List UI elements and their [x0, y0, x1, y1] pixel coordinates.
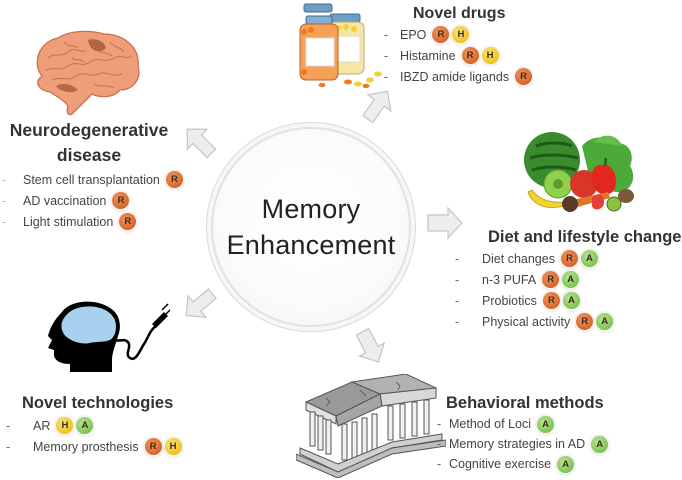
pill-bottles-illustration — [294, 2, 394, 93]
list-item: -Method of Loci A — [437, 414, 608, 434]
list-item: -IBZD amide ligands R — [384, 66, 533, 87]
bullet-dash: - — [455, 251, 460, 266]
bullet-dash: - — [2, 214, 7, 229]
evidence-badge-r: R — [144, 438, 162, 455]
evidence-badge-a: A — [537, 415, 554, 433]
evidence-badge-r: R — [542, 292, 560, 309]
evidence-badge-h: H — [452, 26, 470, 43]
item-label: Memory prosthesis — [33, 439, 139, 454]
memory-enhancement-center: Memory Enhancement — [211, 127, 411, 327]
arrow-to-behavioral — [348, 322, 392, 370]
item-label: Diet changes — [482, 251, 555, 266]
item-label: Memory strategies in AD — [449, 437, 586, 451]
evidence-badge-r: R — [112, 192, 130, 209]
center-title-line1: Memory — [261, 194, 361, 224]
evidence-badge-h: H — [56, 417, 74, 434]
item-label: AD vaccination — [23, 193, 107, 208]
list-item: -Memory strategies in AD A — [437, 434, 609, 454]
diet-heading: Diet and lifestyle changes — [488, 228, 682, 246]
evidence-badge-a: A — [76, 417, 94, 434]
bullet-dash: - — [6, 418, 11, 433]
bullet-dash: - — [437, 457, 442, 471]
item-label: Light stimulation — [23, 214, 114, 229]
evidence-badge-r: R — [119, 213, 137, 230]
bullet-dash: - — [2, 172, 7, 187]
item-label: Stem cell transplantation — [23, 172, 160, 187]
list-item: - AD vaccination R — [2, 190, 183, 211]
evidence-badge-a: A — [596, 313, 614, 330]
bullet-dash: - — [455, 314, 460, 329]
bullet-dash: - — [437, 437, 442, 451]
fruits-vegetables-illustration — [522, 128, 640, 223]
list-item: - Light stimulation R — [2, 211, 183, 232]
item-label: Method of Loci — [449, 417, 531, 431]
neurodegenerative-heading-line1: Neurodegenerative — [9, 120, 169, 140]
bullet-dash: - — [2, 193, 7, 208]
arrow-to-neurodegenerative — [178, 120, 222, 164]
neurodegenerative-heading: Neurodegenerative disease — [4, 118, 174, 168]
evidence-badge-r: R — [165, 171, 183, 188]
item-label: Cognitive exercise — [449, 457, 552, 471]
evidence-badge-r: R — [542, 271, 560, 288]
item-label: Physical activity — [482, 314, 571, 329]
technologies-heading: Novel technologies — [22, 394, 174, 412]
evidence-badge-r: R — [515, 68, 533, 85]
bullet-dash: - — [384, 27, 389, 42]
evidence-badge-a: A — [562, 292, 580, 309]
item-label: Histamine — [400, 48, 456, 63]
bullet-dash: - — [384, 69, 389, 84]
evidence-badge-r: R — [560, 250, 578, 267]
evidence-badge-a: A — [591, 435, 609, 453]
item-label: Probiotics — [482, 293, 537, 308]
item-label: n-3 PUFA — [482, 272, 537, 287]
temple-illustration — [295, 373, 447, 480]
novel-drugs-heading: Novel drugs — [413, 5, 506, 22]
bullet-dash: - — [437, 417, 442, 431]
evidence-badge-a: A — [580, 250, 598, 267]
bullet-dash: - — [384, 48, 389, 63]
arrow-to-technologies — [178, 282, 222, 326]
evidence-badge-h: H — [481, 47, 499, 64]
evidence-badge-r: R — [432, 26, 450, 43]
evidence-badge-a: A — [557, 455, 575, 473]
bullet-dash: - — [455, 272, 460, 287]
neurodegenerative-heading-line2: disease — [56, 145, 122, 165]
evidence-badge-r: R — [576, 313, 594, 330]
item-label: AR — [33, 418, 51, 433]
arrow-to-novel-drugs — [355, 84, 399, 128]
arrow-to-diet — [420, 205, 464, 241]
center-title-line2: Enhancement — [226, 230, 396, 260]
list-item: - Stem cell transplantation R — [2, 169, 183, 190]
item-label: IBZD amide ligands — [400, 69, 510, 84]
brain-illustration — [28, 28, 146, 123]
bullet-dash: - — [6, 439, 11, 454]
evidence-badge-a: A — [562, 271, 580, 288]
evidence-badge-h: H — [164, 438, 182, 455]
evidence-badge-r: R — [461, 47, 479, 64]
behavioral-heading: Behavioral methods — [446, 394, 604, 412]
bullet-dash: - — [455, 293, 460, 308]
plugged-head-illustration — [40, 300, 173, 377]
item-label: EPO — [400, 27, 427, 42]
list-item: -Cognitive exercise A — [437, 454, 608, 474]
